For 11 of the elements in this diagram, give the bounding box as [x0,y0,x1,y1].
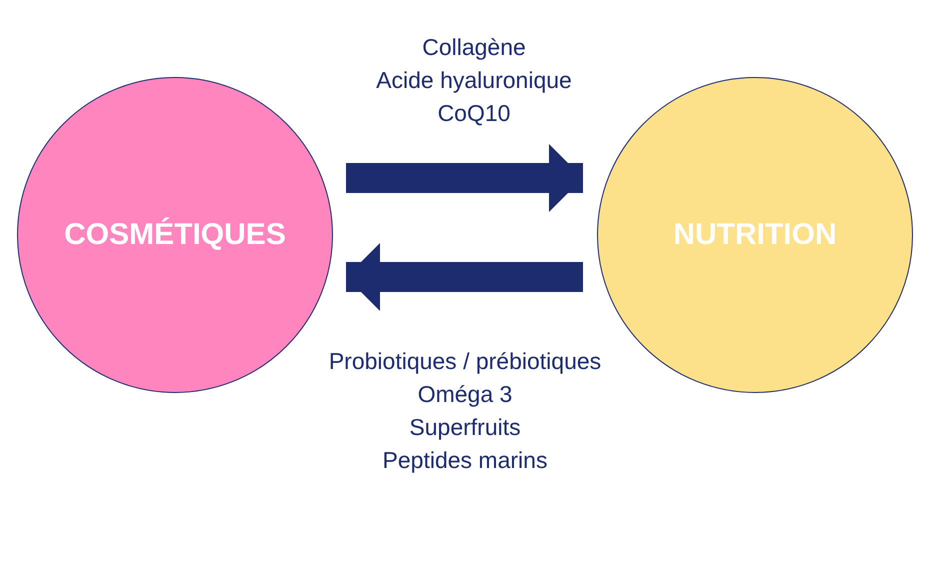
block-arrow [346,243,583,311]
ingredient-label: Oméga 3 [418,380,512,409]
ingredient-label: Collagène [422,33,526,62]
circle-title: COSMÉTIQUES [64,218,286,252]
ingredient-label: Peptides marins [382,446,548,475]
ingredient-label: CoQ10 [438,99,510,128]
ingredient-label: Probiotiques / prébiotiques [328,347,602,376]
circle-title: NUTRITION [673,218,837,252]
ingredient-label: Superfruits [409,413,521,442]
ingredient-label: Acide hyaluronique [376,66,572,95]
block-arrow [346,144,583,212]
